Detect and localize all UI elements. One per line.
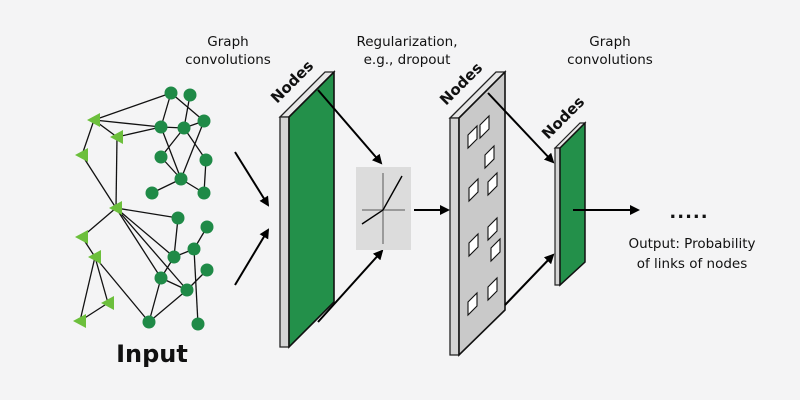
graph-edge — [93, 119, 162, 128]
graph-edge — [94, 256, 109, 304]
graph-node-triangle — [73, 314, 86, 328]
graph-edge — [180, 120, 205, 180]
regularization-label-line1: Regularization, — [356, 34, 457, 50]
output-label-line1: Output: Probability — [628, 236, 755, 252]
graph-conv-2-label-line1: Graph — [589, 34, 630, 50]
graph-node-circle — [177, 121, 191, 135]
graph-conv-1-label-line2: convolutions — [185, 52, 271, 68]
graph-node-circle — [164, 86, 178, 100]
graph-node-triangle — [87, 113, 100, 127]
graph-node-circle — [180, 283, 194, 297]
graph-node-circle — [183, 88, 197, 102]
output-ellipsis: ..... — [669, 202, 708, 223]
dropped-cell — [487, 276, 498, 302]
arrow-to-layer3-2 — [504, 253, 555, 306]
graph-edge — [173, 217, 179, 258]
dropout-layer: Nodes — [436, 59, 507, 357]
graph-node-circle — [174, 172, 188, 186]
graph-node-circle — [200, 220, 214, 234]
graph-edge — [115, 207, 188, 291]
dropped-cell — [468, 177, 479, 203]
dropout-side-face — [449, 117, 460, 356]
layer1-side-face — [279, 116, 290, 348]
graph-node-triangle — [101, 296, 114, 310]
dropout-front-face — [458, 70, 506, 357]
dropped-cell — [487, 171, 498, 197]
graph-node-triangle — [110, 130, 123, 144]
graph-node-circle — [199, 153, 213, 167]
graph-conv-layer-3: Nodes — [538, 93, 588, 287]
graph-node-circle — [154, 150, 168, 164]
graph-edge — [93, 92, 172, 121]
graph-node-triangle — [88, 250, 101, 264]
graph-edge — [193, 248, 199, 325]
graph-edge — [115, 207, 179, 219]
graph-conv-2-label-line2: convolutions — [567, 52, 653, 68]
arrow-input-1 — [234, 151, 270, 207]
graph-nodes — [73, 86, 214, 331]
graph-node-circle — [187, 242, 201, 256]
graph-edge — [148, 289, 188, 323]
graph-node-triangle — [75, 230, 88, 244]
graph-node-circle — [154, 271, 168, 285]
graph-node-circle — [197, 186, 211, 200]
graph-node-circle — [167, 250, 181, 264]
graph-node-circle — [154, 120, 168, 134]
graph-node-circle — [142, 315, 156, 329]
graph-node-triangle — [75, 148, 88, 162]
graph-conv-layer-1: Nodes — [267, 57, 336, 349]
dropped-cell — [468, 232, 479, 258]
graph-edge — [79, 256, 96, 322]
graph-edge — [160, 126, 182, 180]
graph-conv-1-label-line1: Graph — [207, 34, 248, 50]
regularization-label-line2: e.g., dropout — [364, 52, 451, 68]
graph-node-circle — [197, 114, 211, 128]
layer3-front-face — [559, 121, 586, 287]
dropped-cell — [484, 144, 495, 170]
dropped-cells — [467, 114, 501, 317]
dropped-cell — [467, 124, 478, 150]
graph-node-circle — [200, 263, 214, 277]
input-label: Input — [116, 340, 188, 368]
graph-node-circle — [145, 186, 159, 200]
graph-edge — [115, 136, 118, 209]
graph-edge — [148, 277, 162, 323]
arrow-to-layer3-1 — [487, 92, 555, 164]
layer1-front-face — [288, 70, 335, 349]
activation-function-box — [356, 167, 411, 250]
output-label-line2: of links of nodes — [637, 256, 748, 272]
graph-edge — [81, 154, 117, 209]
graph-node-triangle — [109, 201, 122, 215]
dropped-cell — [479, 114, 490, 140]
graph-node-circle — [171, 211, 185, 225]
dropped-cell — [487, 216, 498, 242]
graph-edge — [94, 256, 150, 323]
graph-edge — [115, 207, 162, 279]
graph-edge — [115, 207, 175, 258]
dropped-cell — [490, 237, 501, 263]
graph-edge — [81, 119, 95, 156]
graph-edge — [116, 126, 162, 138]
arrow-to-activation-2 — [317, 249, 384, 323]
arrow-input-2 — [234, 228, 270, 286]
graph-node-circle — [191, 317, 205, 331]
dropped-cell — [467, 291, 478, 317]
arrow-to-activation-1 — [317, 89, 383, 165]
activation-curve — [361, 175, 403, 225]
